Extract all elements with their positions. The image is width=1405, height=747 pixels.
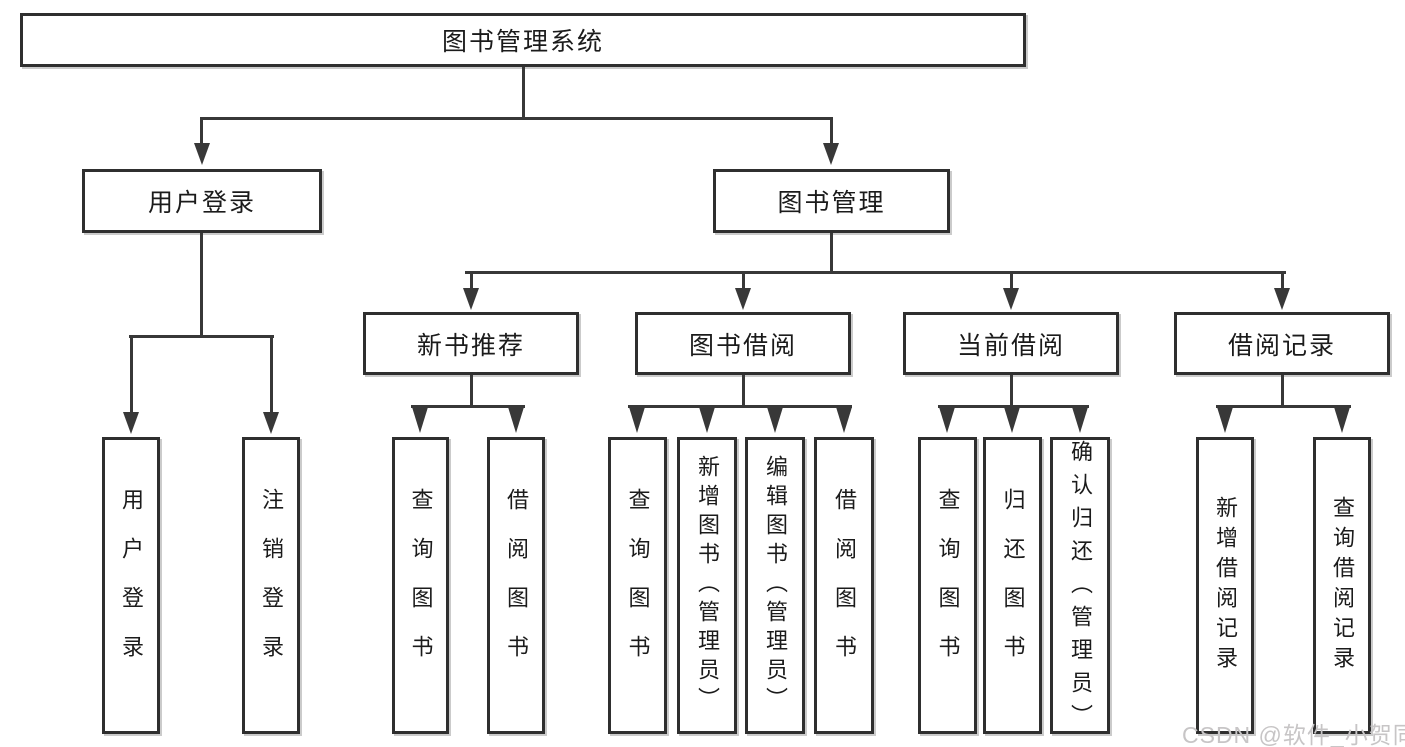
node-user-login: 用户登录 [82,169,322,233]
connector-line [628,405,852,408]
leaf-label: 归还图书 [1000,487,1026,684]
connector-line [742,274,745,290]
leaf-logout: 注销登录 [242,437,300,734]
connector-arrowhead [263,412,279,434]
connector-line [1010,274,1013,290]
leaf-confirm-return-admin: 确认归还（管理员） [1050,437,1110,737]
connector-arrowhead [767,407,783,433]
connector-arrowhead [1003,288,1019,310]
node-current-borrowing: 当前借阅 [903,312,1119,375]
leaf-label: 编辑图书（管理员） [763,455,788,716]
connector-line [1216,405,1351,408]
connector-line [465,271,1286,274]
connector-line [200,117,833,120]
leaf-label: 查询借阅记录 [1330,495,1355,676]
connector-arrowhead [194,143,210,165]
leaf-label: 借阅图书 [832,487,857,684]
connector-arrowhead [823,143,839,165]
leaf-label: 注销登录 [259,487,284,684]
leaf-label: 确认归还（管理员） [1068,440,1093,737]
leaf-label: 查询图书 [408,487,434,684]
connector-line [130,338,133,412]
connector-line [200,120,203,146]
connector-arrowhead [836,407,852,433]
leaf-add-books-admin: 新增图书（管理员） [677,437,737,734]
leaf-borrow-books: 借阅图书 [814,437,874,734]
connector-line [270,338,273,412]
connector-arrowhead [939,407,955,433]
connector-line [1281,375,1284,408]
csdn-watermark: CSDN @软件_小贺同学 [1182,722,1405,747]
connector-line [1281,274,1284,290]
connector-line [938,405,1089,408]
leaf-query-books-recommend: 查询图书 [392,437,449,734]
connector-line [830,120,833,146]
leaf-edit-books-admin: 编辑图书（管理员） [745,437,805,734]
connector-line [200,233,203,337]
connector-arrowhead [629,407,645,433]
node-borrowing-records: 借阅记录 [1174,312,1390,375]
connector-line [1010,375,1013,408]
node-label: 图书借阅 [688,331,797,360]
node-library-management-system: 图书管理系统 [20,13,1026,67]
leaf-label: 新增借阅记录 [1213,495,1238,676]
connector-arrowhead [1274,288,1290,310]
connector-arrowhead [412,407,428,433]
leaf-return-books: 归还图书 [983,437,1042,734]
connector-arrowhead [735,288,751,310]
leaf-label: 用户登录 [119,487,144,684]
connector-arrowhead [699,407,715,433]
leaf-label: 新增图书（管理员） [695,455,720,716]
connector-line [830,233,833,274]
node-label: 新书推荐 [416,331,525,360]
node-label: 图书管理系统 [441,28,604,56]
node-label: 用户登录 [147,189,256,217]
node-label: 借阅记录 [1227,331,1336,360]
node-label: 当前借阅 [956,331,1065,360]
connector-line [470,375,473,408]
leaf-query-borrow-record: 查询借阅记录 [1313,437,1371,734]
leaf-label: 查询图书 [625,487,651,684]
connector-arrowhead [463,288,479,310]
connector-line [411,405,525,408]
connector-arrowhead [1217,407,1233,433]
node-label: 图书管理 [777,189,886,217]
connector-line [522,67,525,120]
leaf-label: 借阅图书 [504,487,529,684]
node-new-book-recommendation: 新书推荐 [363,312,579,375]
leaf-label: 查询图书 [935,487,961,684]
connector-line [470,274,473,290]
connector-line [742,375,745,408]
leaf-add-borrow-record: 新增借阅记录 [1196,437,1254,734]
connector-line [129,335,274,338]
leaf-query-books-borrowing: 查询图书 [608,437,667,734]
connector-arrowhead [1334,407,1350,433]
connector-arrowhead [508,407,524,433]
node-book-borrowing: 图书借阅 [635,312,851,375]
leaf-borrow-books-recommend: 借阅图书 [487,437,545,734]
connector-arrowhead [123,412,139,434]
node-book-management: 图书管理 [713,169,950,233]
leaf-query-books-current: 查询图书 [918,437,977,734]
connector-arrowhead [1072,407,1088,433]
connector-arrowhead [1004,407,1020,433]
leaf-user-login: 用户登录 [102,437,160,734]
